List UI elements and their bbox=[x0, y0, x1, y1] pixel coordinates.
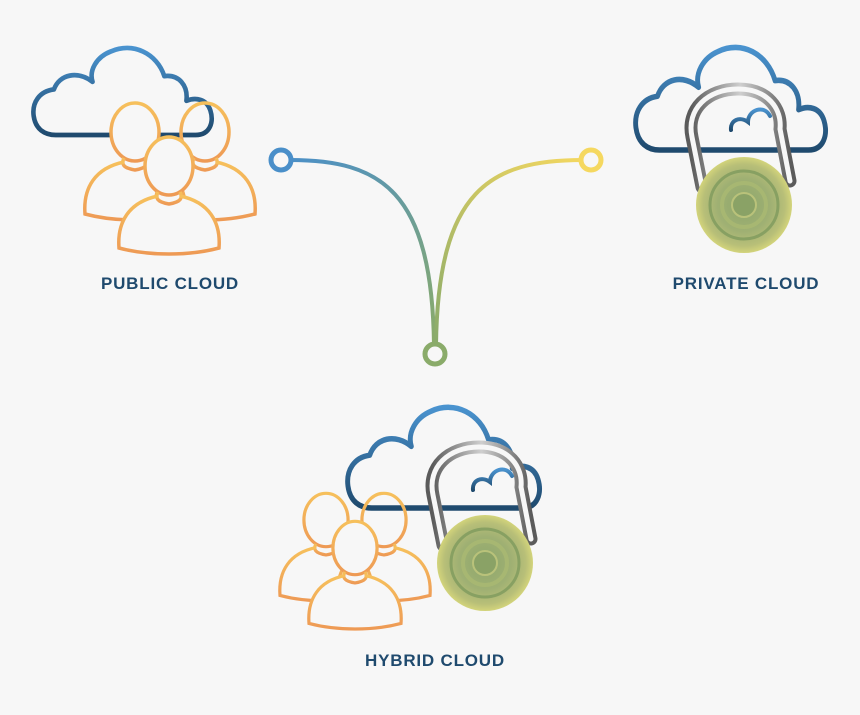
cloud-icon bbox=[728, 107, 772, 132]
connector-node-hybrid bbox=[422, 341, 448, 367]
cloud-icon bbox=[470, 467, 514, 492]
padlock-icon bbox=[691, 89, 792, 253]
cloud-icon bbox=[636, 47, 826, 150]
connector-node-private bbox=[578, 147, 604, 173]
people-icon bbox=[83, 101, 257, 256]
connector-node-public bbox=[268, 147, 294, 173]
public-cloud-group bbox=[33, 48, 257, 256]
people-icon bbox=[278, 491, 432, 631]
connector-lines bbox=[268, 147, 604, 367]
connector-public-to-hybrid bbox=[289, 158, 436, 346]
padlock-icon bbox=[432, 447, 533, 611]
connector-private-to-hybrid bbox=[434, 158, 584, 346]
private-cloud-label: PRIVATE CLOUD bbox=[672, 274, 820, 293]
hybrid-cloud-label: HYBRID CLOUD bbox=[365, 651, 505, 670]
hybrid-cloud-group bbox=[278, 407, 540, 631]
public-cloud-label: PUBLIC CLOUD bbox=[100, 274, 240, 293]
private-cloud-group bbox=[636, 47, 826, 253]
